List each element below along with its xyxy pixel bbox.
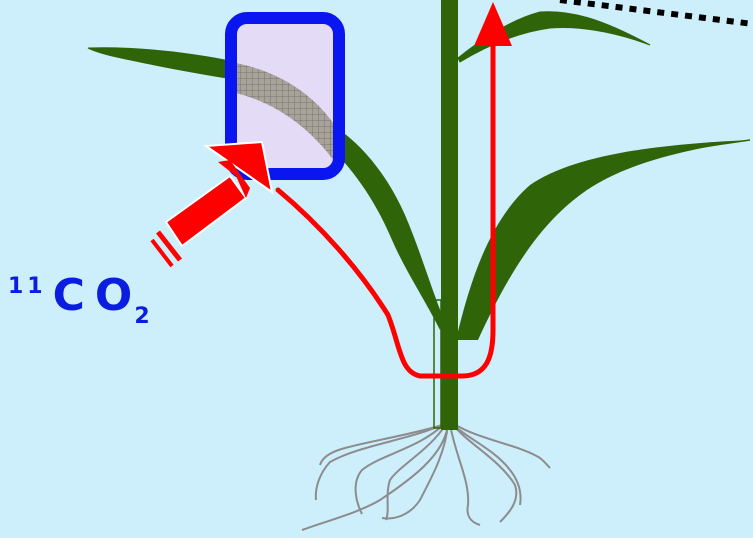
formula-text: CO — [53, 272, 143, 320]
leaf-lower-right — [456, 140, 750, 340]
formula-subscript: 2 — [134, 306, 151, 328]
flow-arrow-icon — [474, 2, 512, 46]
inlet-arrow-icon — [152, 140, 282, 266]
mass-number: 11 — [8, 276, 47, 298]
roots — [302, 424, 550, 530]
main-stem — [441, 0, 458, 430]
co2-label: 11 CO 2 — [8, 272, 152, 328]
